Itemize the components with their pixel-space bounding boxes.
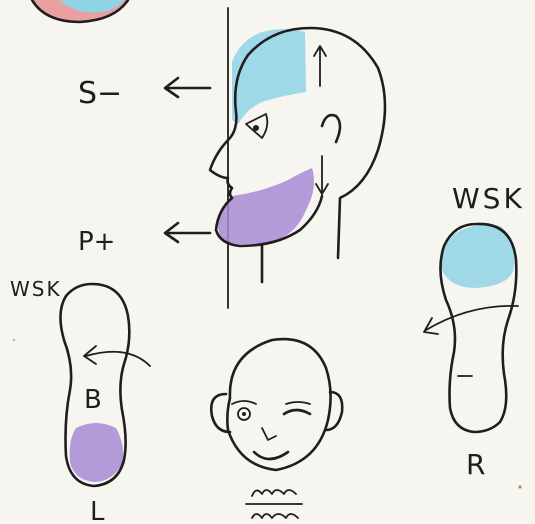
right-footprint-rotation-arrow — [426, 306, 518, 330]
corner-circle — [32, 0, 128, 22]
front-face-mouth — [254, 452, 288, 459]
front-face-left-brow — [232, 401, 256, 404]
label-left-foot: L — [90, 497, 105, 524]
front-face-left-pupil — [242, 412, 246, 416]
scribble-marks — [246, 490, 302, 518]
paper-dot — [518, 485, 521, 488]
head-profile-ear — [322, 115, 340, 142]
head-profile-pupil — [253, 125, 259, 131]
head-forehead-blue — [232, 29, 306, 124]
label-wsk-right: WSK — [452, 182, 525, 215]
label-b: B — [84, 385, 102, 415]
front-face-right-brow — [286, 402, 310, 404]
label-p-plus: P+ — [78, 227, 115, 257]
paper-dot — [13, 339, 15, 341]
scribble-line-2 — [252, 514, 298, 518]
head-chin-purple — [218, 168, 314, 245]
left-footprint — [60, 284, 150, 486]
scribble-line-1 — [252, 490, 296, 496]
label-s-minus: S− — [78, 76, 122, 111]
label-right-foot: R — [466, 448, 485, 481]
right-footprint-rotation-arrow-head — [424, 318, 438, 334]
front-face-outline — [227, 339, 330, 470]
label-wsk-left: WSK — [10, 277, 62, 301]
left-footprint-heel-purple — [70, 423, 124, 482]
front-face-right-eye-closed — [284, 410, 310, 414]
arrow-p-plus — [165, 223, 210, 242]
right-footprint — [424, 224, 518, 432]
front-face-nose — [262, 428, 276, 440]
front-face — [211, 339, 342, 470]
arrow-s-minus — [165, 78, 210, 97]
